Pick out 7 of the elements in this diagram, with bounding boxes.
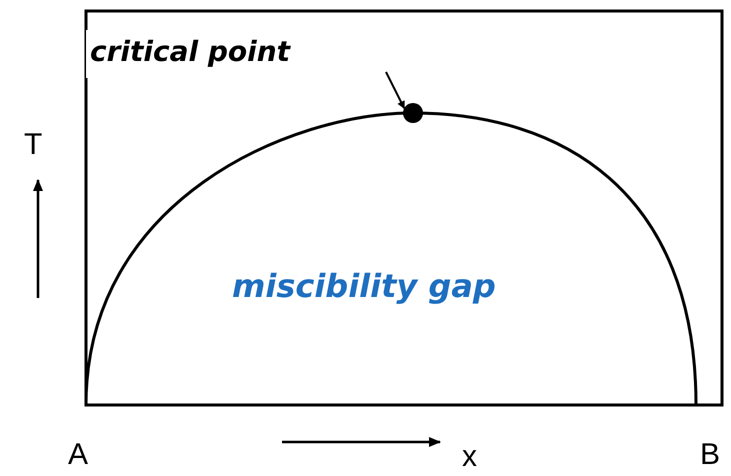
critical-point-dot — [403, 103, 423, 123]
leader-line — [385, 72, 406, 110]
axis-label: T — [24, 130, 42, 160]
axis-label: x — [462, 442, 477, 472]
axis-label: B — [700, 440, 720, 470]
region-label: miscibility gap — [232, 270, 496, 302]
axis-label: A — [68, 440, 88, 470]
